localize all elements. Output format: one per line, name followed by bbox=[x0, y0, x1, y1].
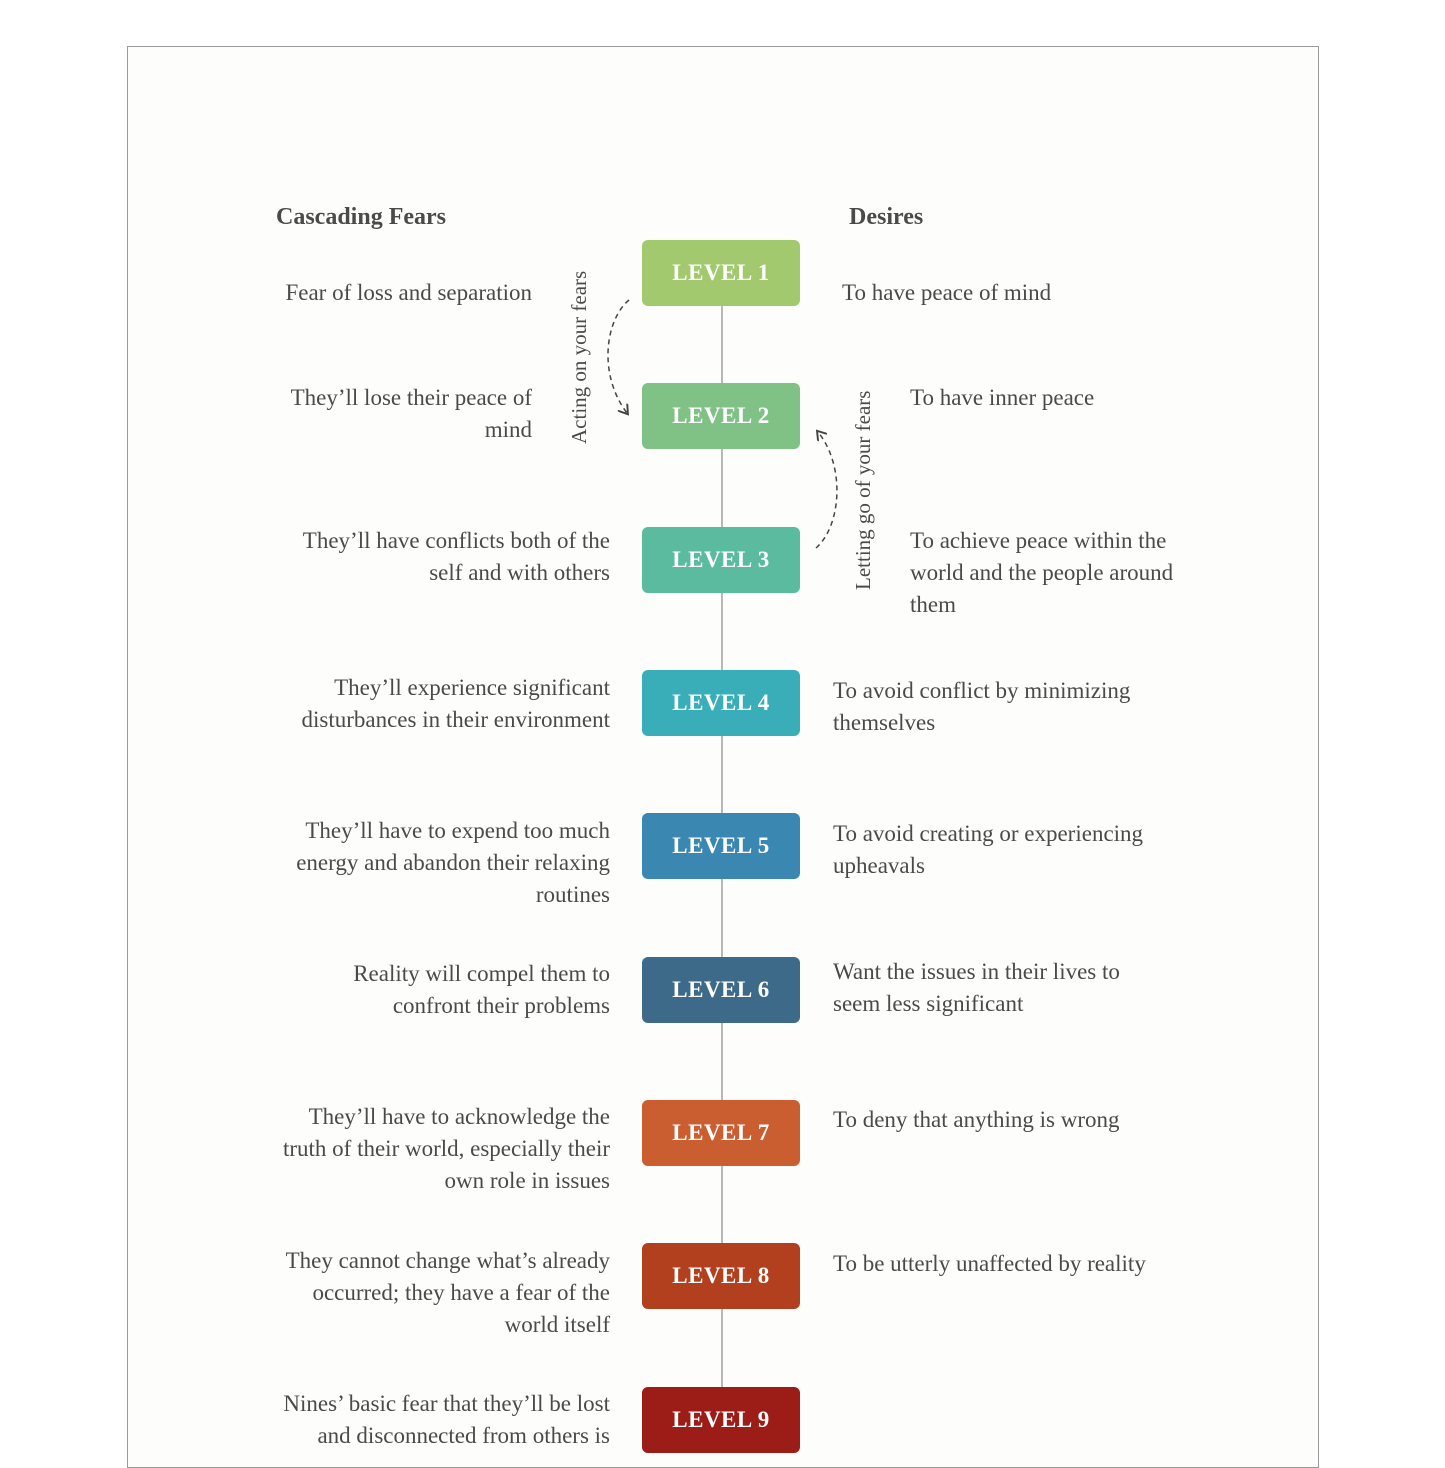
fear-level-6: Reality will compel them to confront the… bbox=[353, 961, 610, 1018]
fear-level-1: Fear of loss and separation bbox=[285, 280, 532, 305]
letting-go-fears-arrow bbox=[815, 425, 838, 549]
desire-level-5: To avoid creating or experiencing upheav… bbox=[833, 821, 1144, 878]
level-8-box: LEVEL 8 bbox=[642, 1243, 800, 1309]
level-2-box: LEVEL 2 bbox=[642, 383, 800, 449]
desire-level-1: To have peace of mind bbox=[842, 280, 1052, 305]
level-4-box: LEVEL 4 bbox=[642, 670, 800, 736]
fear-level-4: They’ll experience significant disturban… bbox=[301, 675, 610, 732]
level-3-box: LEVEL 3 bbox=[642, 527, 800, 593]
level-6-box: LEVEL 6 bbox=[642, 957, 800, 1023]
fear-level-8: They cannot change what’s already occurr… bbox=[285, 1248, 610, 1337]
desire-level-7: To deny that anything is wrong bbox=[833, 1107, 1120, 1132]
desire-level-2: To have inner peace bbox=[910, 385, 1095, 410]
desire-level-3: To achieve peace within the world and th… bbox=[910, 528, 1174, 617]
desire-level-4: To avoid conflict by minimizing themselv… bbox=[833, 678, 1131, 735]
level-1-box: LEVEL 1 bbox=[642, 240, 800, 306]
fear-level-5: They’ll have to expend too much energy a… bbox=[296, 818, 610, 907]
desire-level-6: Want the issues in their lives to seem l… bbox=[833, 959, 1120, 1016]
level-7-box: LEVEL 7 bbox=[642, 1100, 800, 1166]
fear-level-7: They’ll have to acknowledge the truth of… bbox=[282, 1104, 610, 1193]
level-9-box: LEVEL 9 bbox=[642, 1387, 800, 1453]
fears-heading: Cascading Fears bbox=[276, 204, 446, 230]
desire-level-8: To be utterly unaffected by reality bbox=[833, 1251, 1146, 1276]
desires-heading: Desires bbox=[849, 204, 924, 230]
fear-level-2: They’ll lose their peace of mind bbox=[290, 385, 532, 442]
acting-on-fears-arrow bbox=[607, 299, 630, 425]
level-5-box: LEVEL 5 bbox=[642, 813, 800, 879]
acting-on-fears-label: Acting on your fears bbox=[567, 270, 591, 444]
fear-level-9: Nines’ basic fear that they’ll be lost a… bbox=[283, 1391, 610, 1448]
letting-go-fears-label: Letting go of your fears bbox=[851, 390, 875, 590]
fear-level-3: They’ll have conflicts both of the self … bbox=[302, 528, 610, 585]
